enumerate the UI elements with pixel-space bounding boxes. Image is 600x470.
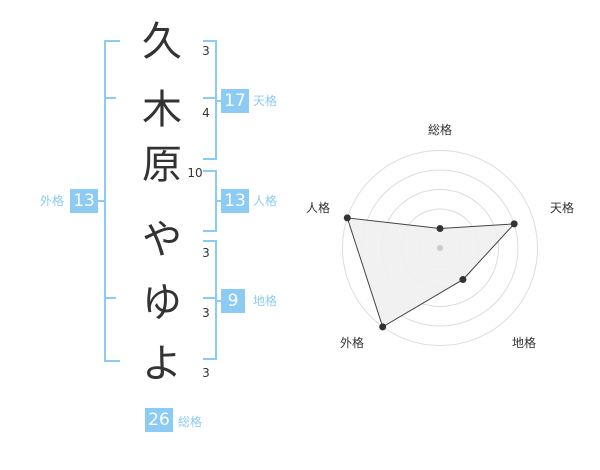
stroke-count-5: 3 <box>202 306 210 320</box>
radar-point-4 <box>343 214 351 222</box>
gaikaku-connector <box>98 200 104 202</box>
radar-area <box>346 217 516 328</box>
gaikaku-value: 13 <box>70 189 98 213</box>
name-char-3: 原 <box>142 142 182 188</box>
gaikaku-label: 外格 <box>40 194 65 208</box>
name-char-1: 久 <box>142 19 182 65</box>
soukaku-value: 26 <box>145 408 173 432</box>
gaikaku-bracket <box>104 40 120 362</box>
chikaku-connector <box>215 300 221 302</box>
stroke-count-6: 3 <box>202 366 210 380</box>
stroke-count-4: 3 <box>202 246 210 260</box>
tenkaku-label: 天格 <box>253 94 278 108</box>
chikaku-label: 地格 <box>253 294 278 308</box>
radar-axis-label-gaikaku: 外格 <box>339 336 364 350</box>
radar-point-0 <box>436 225 444 232</box>
radar-axis-label-jinkaku: 人格 <box>305 201 330 215</box>
radar-axis-label-chikaku: 地格 <box>511 336 536 350</box>
radar-point-2 <box>459 276 467 284</box>
name-char-6: よ <box>142 341 182 387</box>
radar-axis-label-tenkaku: 天格 <box>549 201 574 215</box>
radar-center-point <box>437 245 443 251</box>
gaikaku-bracket-tick-2 <box>104 297 116 299</box>
name-char-4: や <box>142 217 182 263</box>
jinkaku-label: 人格 <box>253 194 278 208</box>
name-char-5: ゆ <box>142 280 182 326</box>
jinkaku-connector <box>215 200 221 202</box>
stroke-count-2: 4 <box>202 106 210 120</box>
chikaku-value: 9 <box>221 289 245 313</box>
stroke-count-3: 10 <box>187 166 203 180</box>
radar-point-3 <box>379 323 387 331</box>
gaikaku-bracket-tick-1 <box>104 97 116 99</box>
chikaku-bracket-tick <box>203 297 215 299</box>
radar-axis-label-soukaku: 総格 <box>427 123 452 137</box>
jinkaku-value: 13 <box>221 189 249 213</box>
tenkaku-bracket-tick <box>203 97 215 99</box>
tenkaku-value: 17 <box>221 89 249 113</box>
radar-point-1 <box>510 220 518 228</box>
soukaku-label: 総格 <box>178 415 203 429</box>
name-char-2: 木 <box>142 87 182 133</box>
tenkaku-connector <box>215 100 221 102</box>
stroke-count-1: 3 <box>202 44 210 58</box>
